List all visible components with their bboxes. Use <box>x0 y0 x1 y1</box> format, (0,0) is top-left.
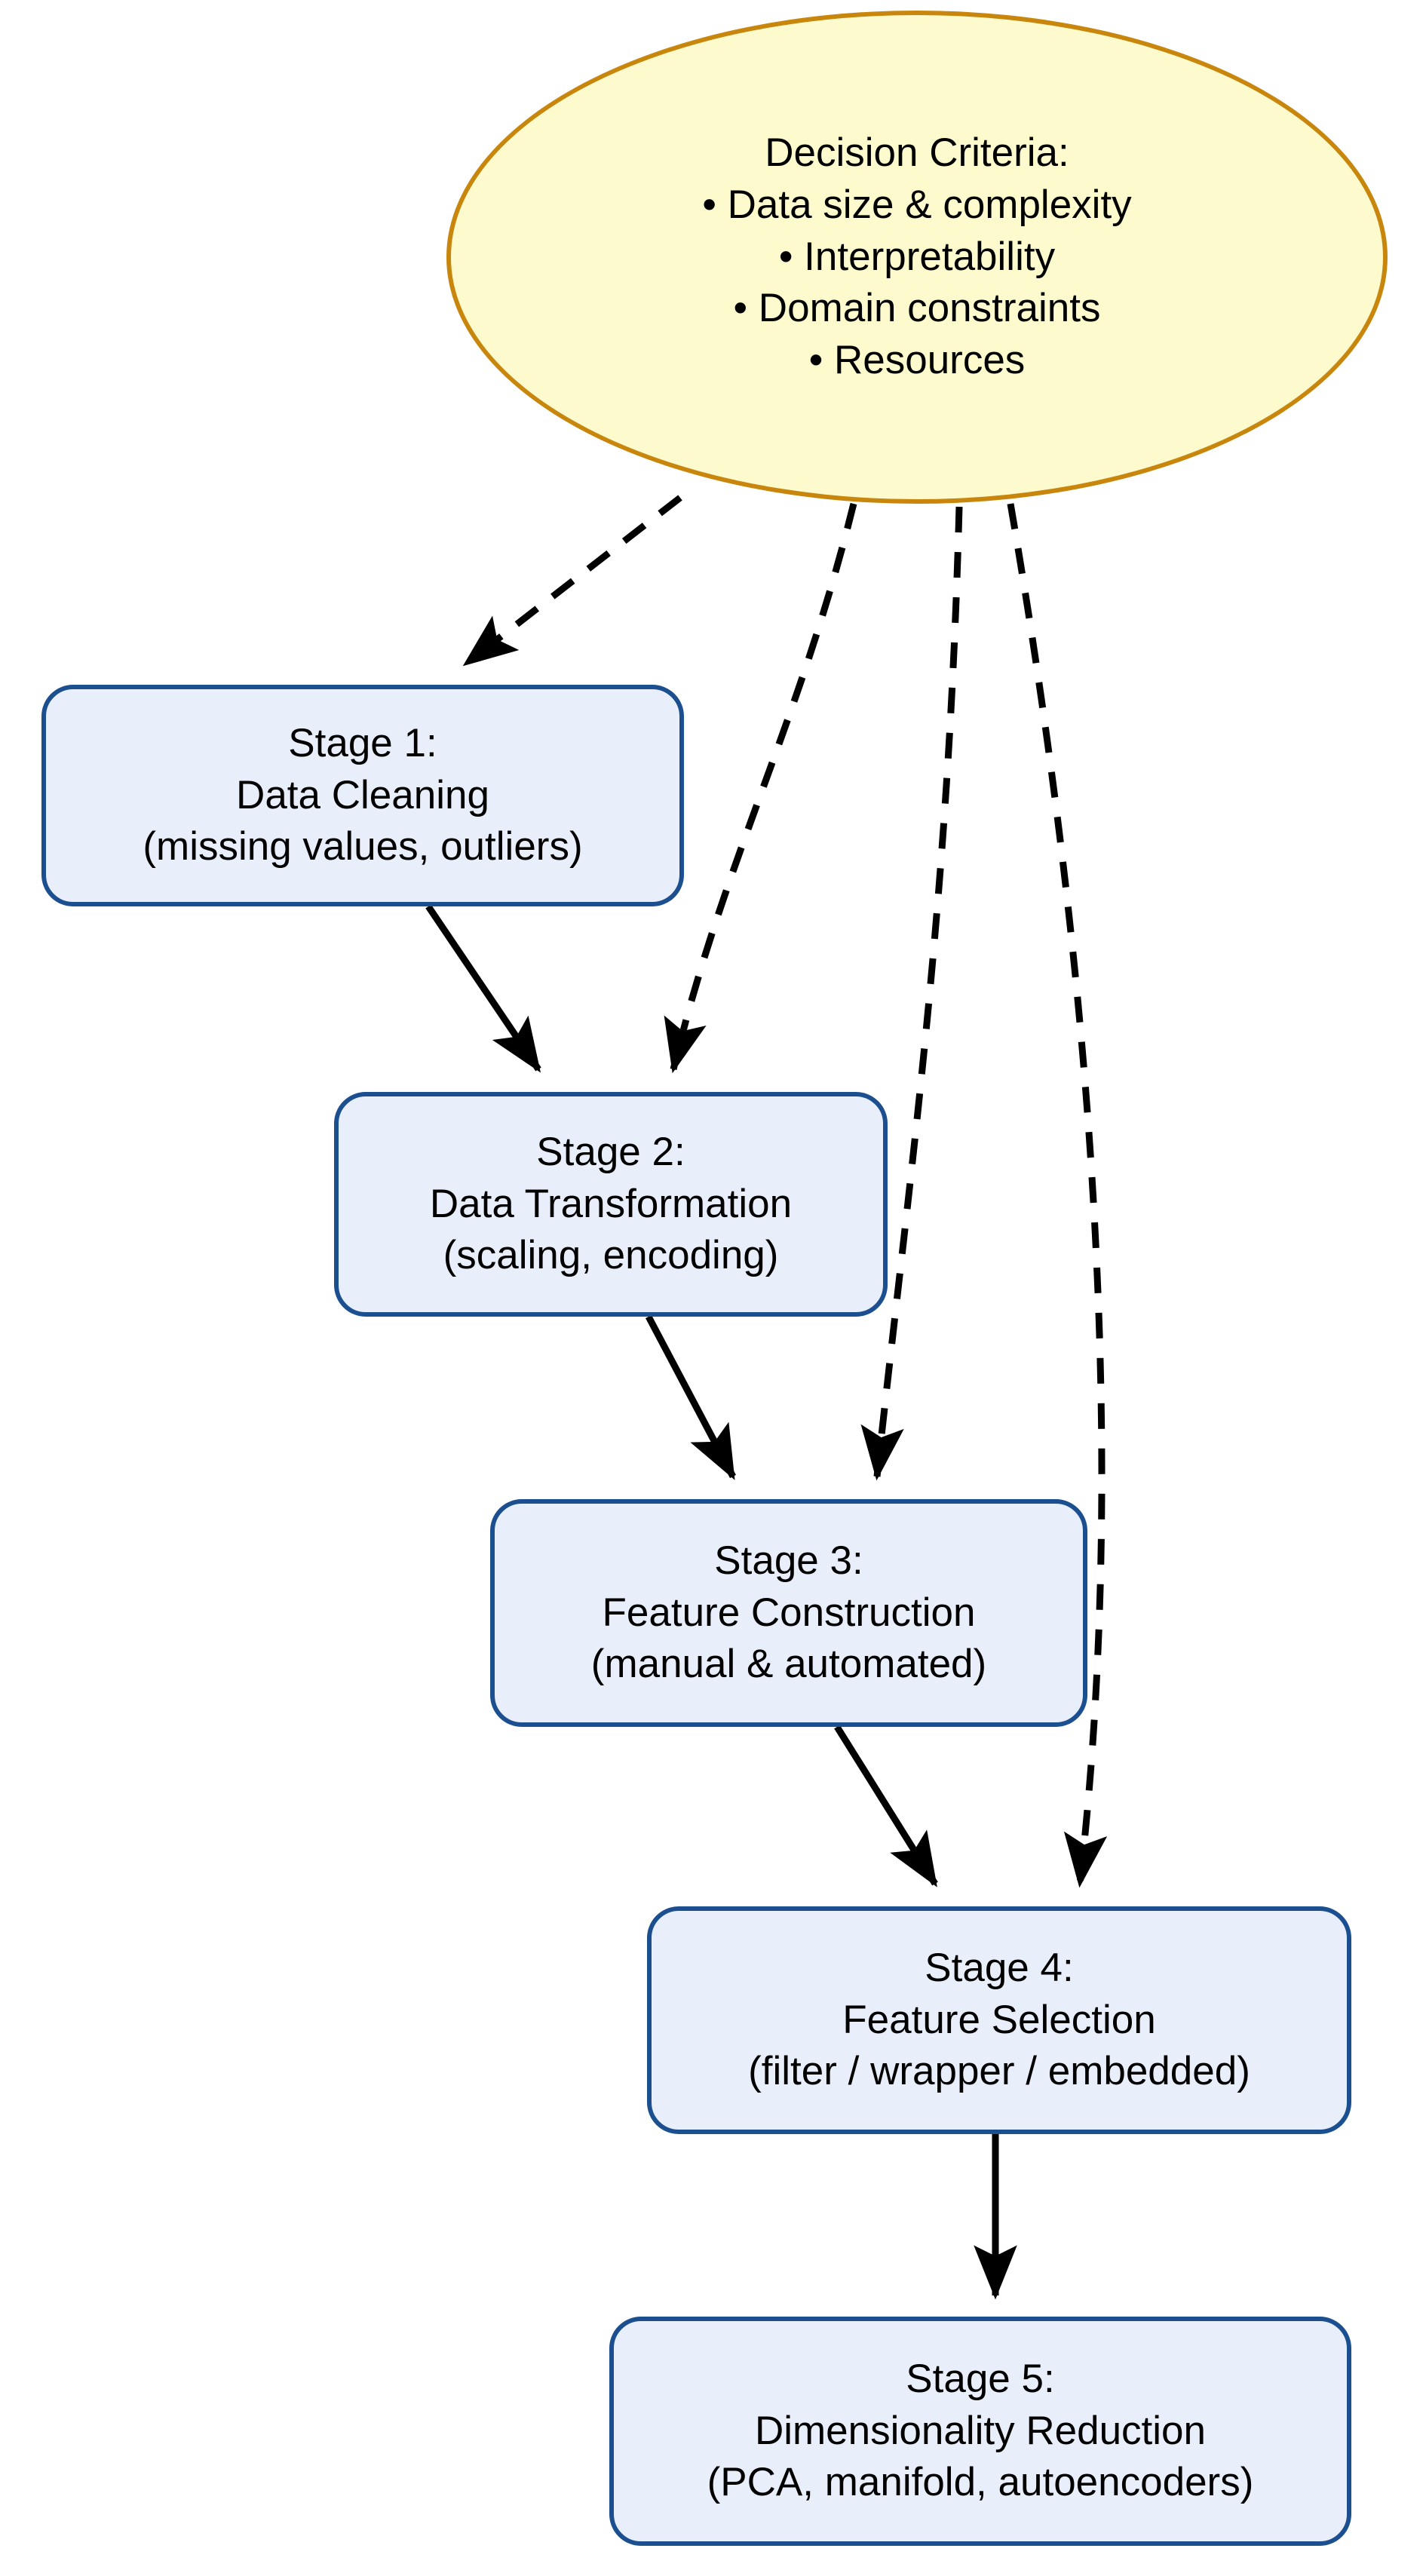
stage-2-detail: (scaling, encoding) <box>443 1233 779 1278</box>
stage-5-dimensionality-reduction-node[interactable]: Stage 5: Dimensionality Reduction (PCA, … <box>609 2317 1351 2546</box>
edge-criteria-to-stage4 <box>1007 503 1108 1888</box>
criteria-bullet-interpretability: • Interpretability <box>778 234 1056 279</box>
stage-4-feature-selection-node[interactable]: Stage 4: Feature Selection (filter / wra… <box>647 1906 1351 2134</box>
stage-1-data-cleaning-node[interactable]: Stage 1: Data Cleaning (missing values, … <box>41 685 684 906</box>
edge-criteria-to-stage2 <box>664 502 857 1074</box>
decision-criteria-node[interactable]: Decision Criteria: • Data size & complex… <box>446 11 1388 504</box>
stage-3-name: Feature Construction <box>602 1590 976 1635</box>
criteria-title: Decision Criteria: <box>765 130 1069 175</box>
edge-stage2-to-stage3 <box>646 1314 736 1480</box>
stage-4-title: Stage 4: <box>925 1945 1074 1990</box>
stage-5-name: Dimensionality Reduction <box>754 2408 1206 2453</box>
stage-4-detail: (filter / wrapper / embedded) <box>748 2049 1250 2094</box>
edge-stage1-to-stage2 <box>425 904 541 1073</box>
stage-3-feature-construction-node[interactable]: Stage 3: Feature Construction (manual & … <box>490 1499 1087 1727</box>
criteria-bullet-resources: • Resources <box>808 338 1026 383</box>
criteria-bullet-domain-constraints: • Domain constraints <box>733 286 1101 331</box>
edge-criteria-to-stage1 <box>462 495 682 667</box>
edge-stage3-to-stage4 <box>834 1725 938 1888</box>
stage-1-detail: (missing values, outliers) <box>143 824 583 869</box>
edge-criteria-to-stage3 <box>860 506 963 1481</box>
stage-5-title: Stage 5: <box>906 2356 1055 2401</box>
stage-3-title: Stage 3: <box>714 1538 863 1583</box>
stage-2-name: Data Transformation <box>429 1181 793 1226</box>
stage-3-detail: (manual & automated) <box>590 1642 987 1687</box>
stage-2-data-transformation-node[interactable]: Stage 2: Data Transformation (scaling, e… <box>334 1092 888 1317</box>
stage-2-title: Stage 2: <box>536 1129 685 1174</box>
stage-5-detail: (PCA, manifold, autoencoders) <box>707 2460 1254 2505</box>
stage-1-name: Data Cleaning <box>236 772 489 817</box>
criteria-bullet-data-size: • Data size & complexity <box>702 182 1132 227</box>
stage-1-title: Stage 1: <box>288 720 437 765</box>
stage-4-name: Feature Selection <box>842 1997 1156 2042</box>
